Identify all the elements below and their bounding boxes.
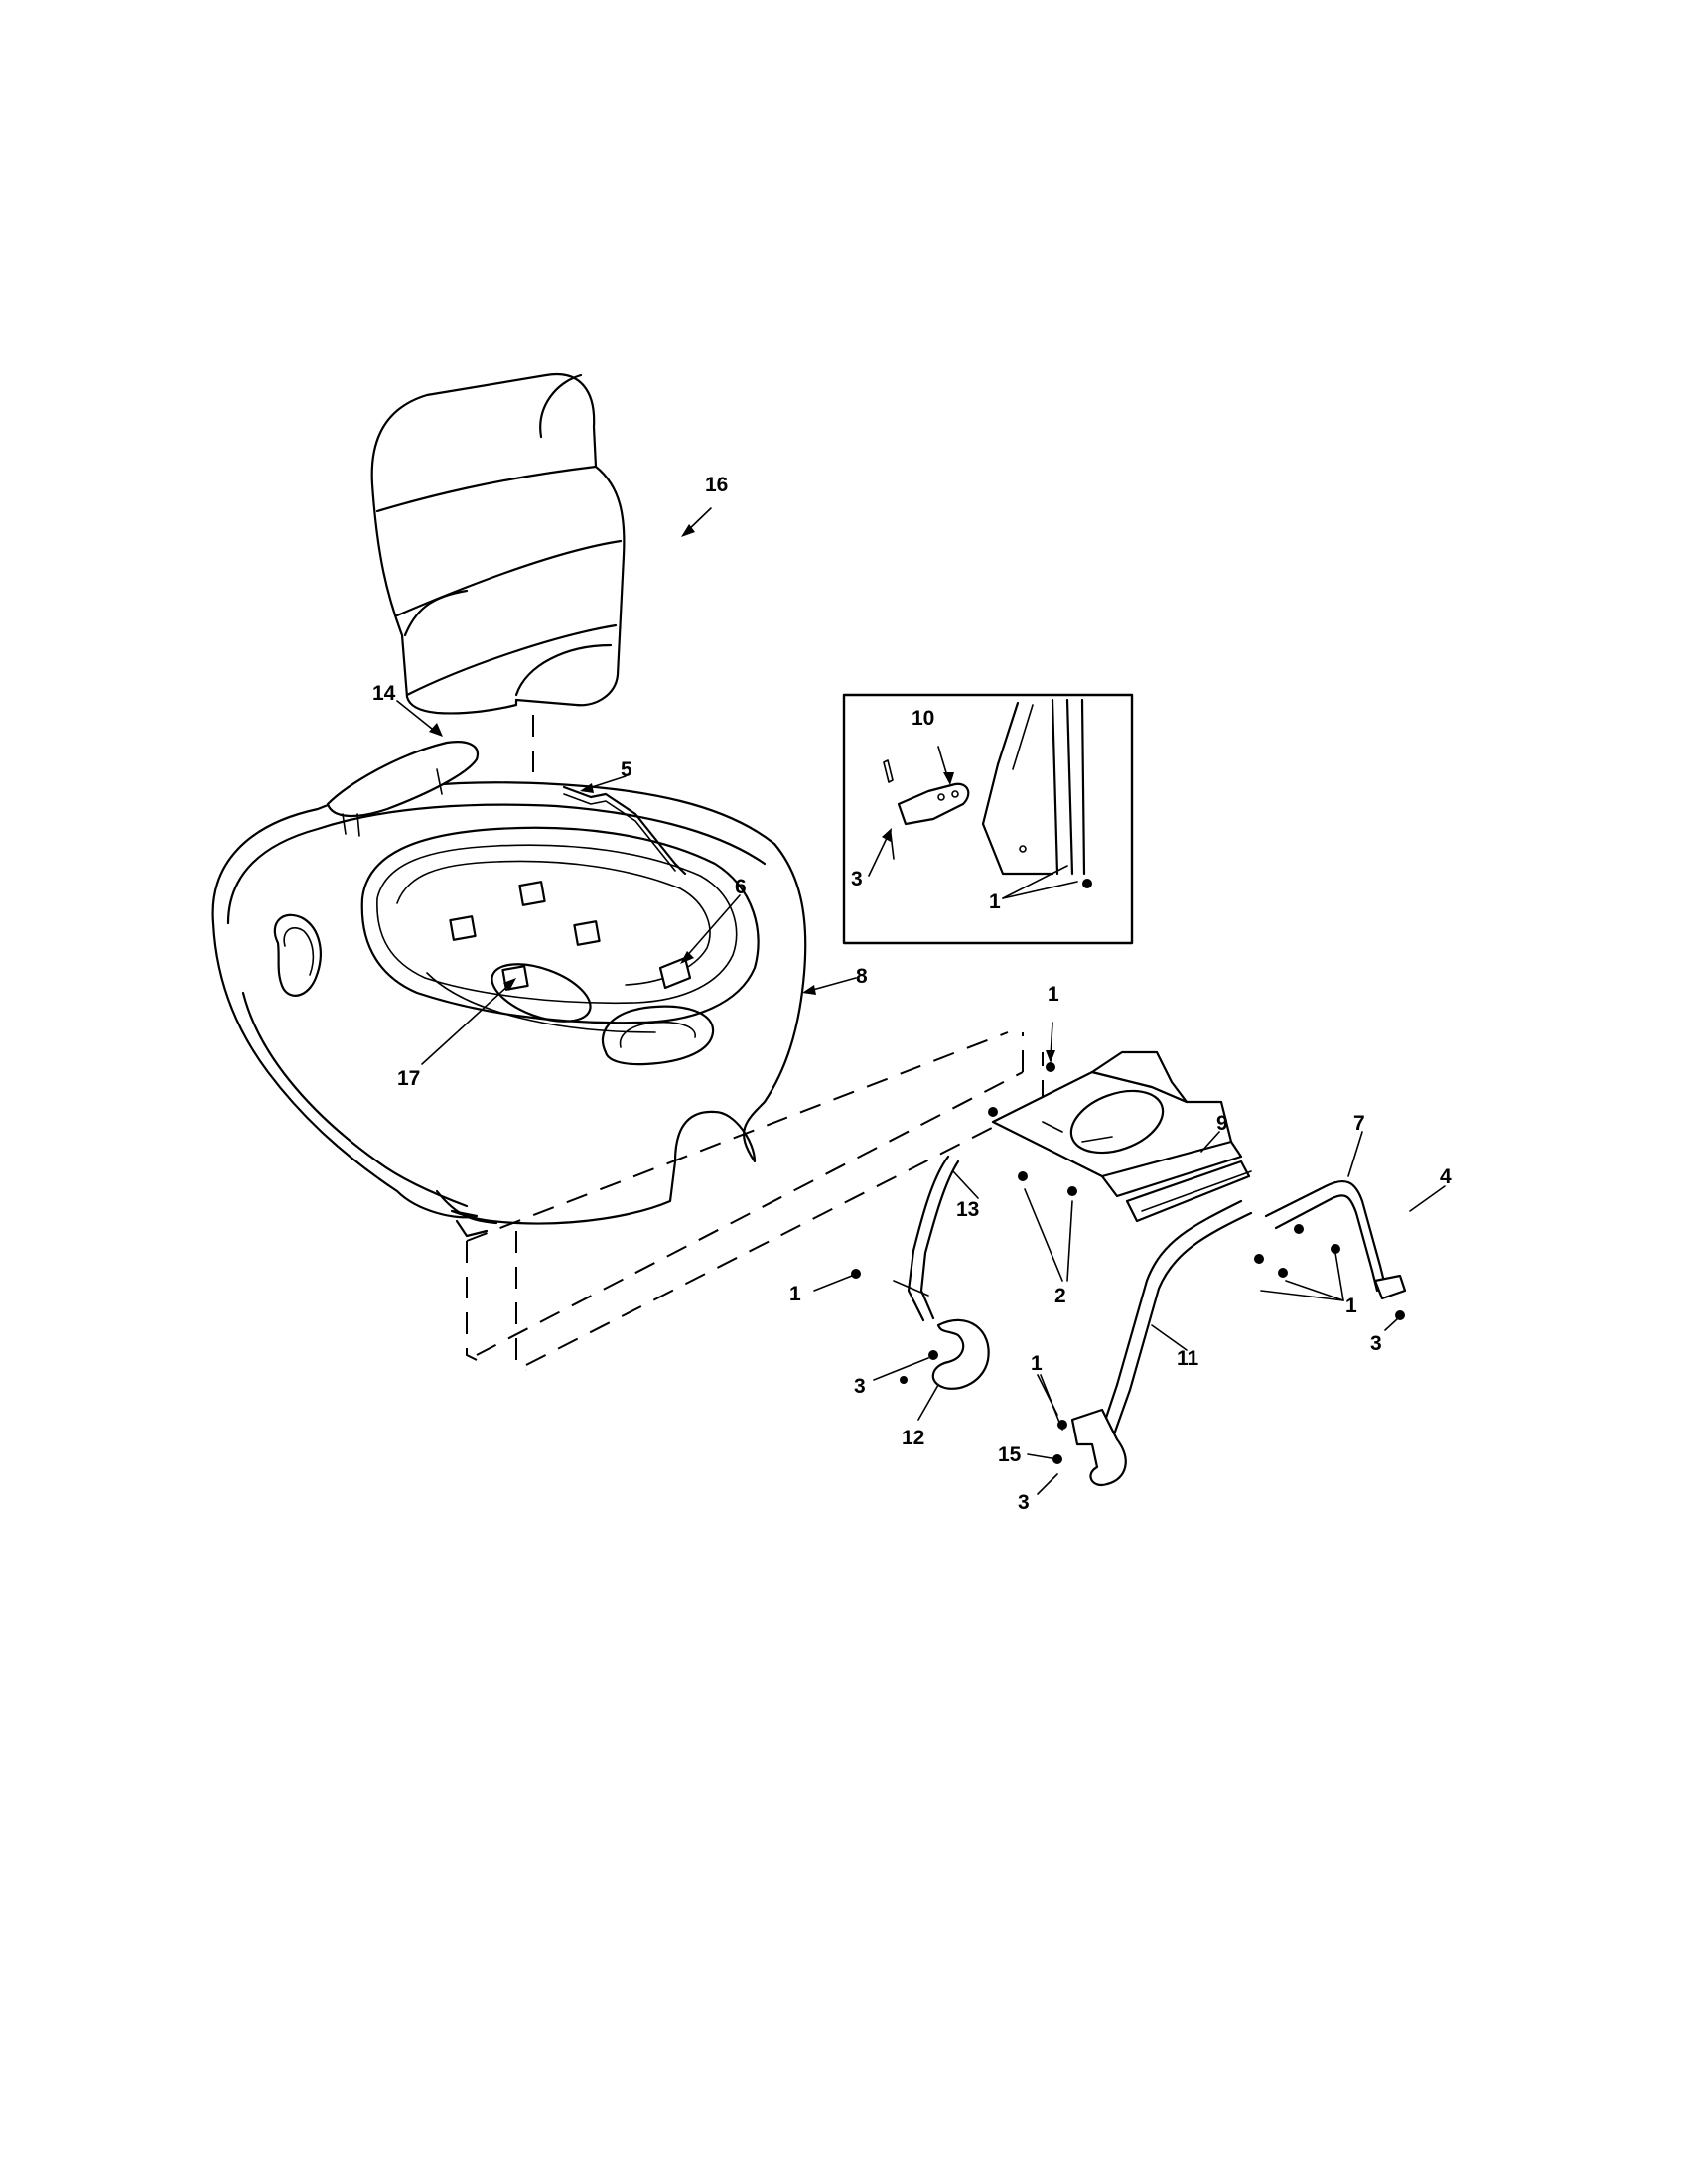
callout-1b: 1 [1048, 983, 1059, 1006]
callout-14: 14 [372, 682, 396, 705]
inset-detail-box [842, 693, 1134, 945]
callout-11: 11 [1177, 1347, 1199, 1370]
seat-pan-body [211, 781, 807, 1238]
callout-3b: 3 [1370, 1332, 1382, 1355]
callout-13: 13 [956, 1198, 979, 1221]
seat [370, 372, 626, 715]
callout-2: 2 [1054, 1285, 1066, 1307]
hardware-fasteners [851, 1062, 1405, 1464]
callout-10: 10 [912, 707, 934, 730]
callout-9: 9 [1216, 1112, 1228, 1135]
callout-labels: 16 14 5 6 8 17 10 3 1 1 9 7 4 13 2 1 1 3… [372, 474, 1452, 1514]
callout-1d: 1 [1345, 1295, 1357, 1317]
callout-3c: 3 [854, 1375, 866, 1398]
callout-7: 7 [1353, 1112, 1365, 1135]
seat-mount-plate [991, 1050, 1252, 1223]
seat-frame-tubes [893, 1155, 1407, 1487]
callout-1e: 1 [1031, 1352, 1043, 1375]
callout-5: 5 [621, 758, 632, 781]
callout-3a: 3 [851, 868, 863, 890]
callout-6: 6 [735, 876, 747, 898]
callout-12: 12 [902, 1427, 924, 1449]
armrest [326, 741, 480, 837]
callout-3d: 3 [1018, 1491, 1030, 1514]
callout-16: 16 [705, 474, 728, 496]
callout-17: 17 [397, 1067, 420, 1090]
leader-lines [396, 507, 1446, 1495]
projection-lines [466, 1031, 1044, 1371]
callout-8: 8 [856, 965, 868, 988]
callout-1a: 1 [989, 890, 1001, 913]
callout-4: 4 [1440, 1165, 1452, 1188]
seat-wire [562, 785, 687, 876]
callout-15: 15 [998, 1443, 1022, 1466]
callout-1c: 1 [789, 1283, 801, 1305]
